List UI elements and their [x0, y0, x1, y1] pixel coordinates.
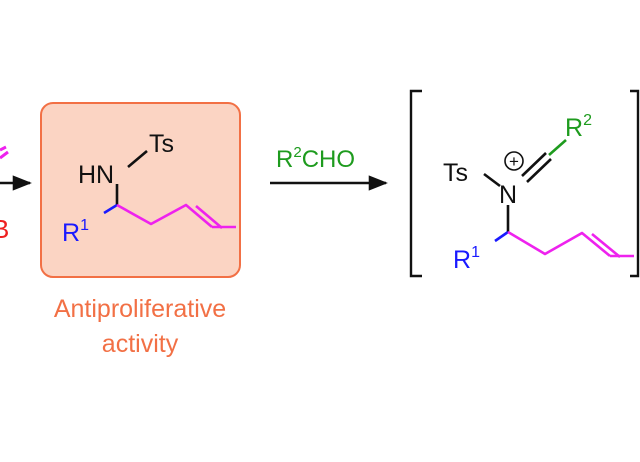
- allyl-chain: [116, 203, 213, 228]
- reagent-r-letter: R: [276, 146, 293, 173]
- iminium-r1-label: R1: [453, 244, 480, 274]
- positive-charge-symbol: +: [509, 152, 519, 171]
- iminium-allyl-double-bond: [591, 232, 621, 259]
- right-bracket: [630, 89, 640, 278]
- box-r1-letter: R: [62, 219, 80, 247]
- iminium-allyl-chain: [507, 230, 611, 258]
- bond-n-ts: [127, 150, 148, 168]
- bond-c-r2: [548, 139, 567, 156]
- allyl-double-bond: [195, 205, 223, 229]
- iminium-r2-letter: R: [565, 114, 583, 142]
- iminium-r1-letter: R: [453, 246, 471, 274]
- bond-n-c-double-a: [521, 152, 547, 177]
- iminium-ts-label: Ts: [443, 159, 468, 187]
- iminium-n-label: N: [499, 181, 517, 209]
- bond-ch-r1: [103, 203, 118, 215]
- left-magenta-fragment: [0, 145, 9, 160]
- box-hn-label: HN: [78, 161, 114, 189]
- reagent-label: R2CHO: [276, 144, 355, 173]
- bond-n-c-double-b: [526, 158, 552, 183]
- iminium-intermediate: + Ts N R2 R1: [409, 89, 640, 278]
- reagent-superscript: 2: [293, 144, 301, 161]
- left-red-partial-label: B: [0, 214, 9, 244]
- reagent-rest: CHO: [302, 146, 355, 173]
- reaction-arrow-group: R2CHO: [270, 144, 388, 191]
- iminium-r2-superscript: 2: [583, 112, 592, 129]
- left-bracket: [409, 89, 422, 278]
- positive-charge-circle: [504, 151, 524, 171]
- caption-line-2: activity: [102, 330, 179, 358]
- compound-highlight-box: [40, 102, 241, 278]
- bond-ch-r1: [494, 230, 509, 243]
- box-r1-label: R1: [62, 217, 89, 247]
- iminium-r1-superscript: 1: [471, 244, 480, 261]
- box-ts-label: Ts: [149, 130, 174, 158]
- left-partial-fragment: B: [0, 145, 32, 244]
- caption-line-1: Antiproliferative: [54, 295, 226, 323]
- iminium-r2-label: R2: [565, 112, 592, 142]
- boxed-compound: Ts HN R1: [40, 102, 241, 278]
- box-r1-superscript: 1: [80, 217, 89, 234]
- bond-ts-n: [483, 172, 501, 188]
